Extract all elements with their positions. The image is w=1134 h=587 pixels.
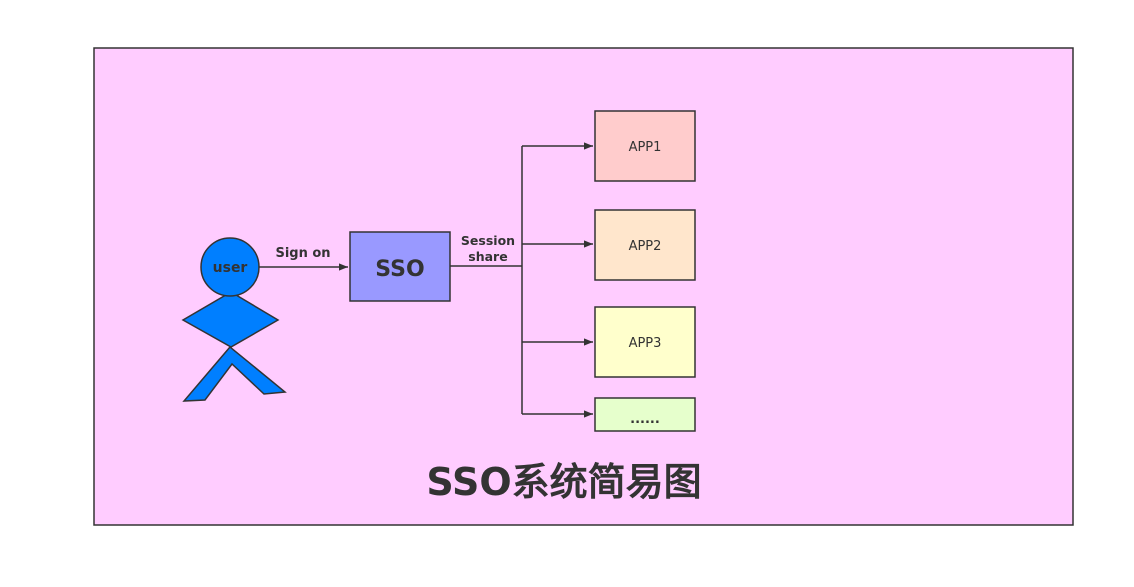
diagram-frame: [93, 47, 1074, 526]
app1-node: [594, 110, 696, 182]
app3-label: APP3: [629, 336, 662, 351]
more-apps-label: ......: [630, 412, 660, 427]
diagram-title: SSO系统简易图: [426, 460, 701, 504]
more-apps-node: [594, 397, 696, 432]
app2-label: APP2: [629, 239, 662, 254]
sso-label: SSO: [375, 257, 424, 282]
user-body: [181, 291, 280, 348]
sso-node: [349, 231, 451, 302]
session-share-label-line1: Session: [461, 233, 515, 248]
app2-node: [594, 209, 696, 281]
app1-label: APP1: [629, 140, 662, 155]
user-actor: user: [181, 237, 287, 402]
sign-on-label: Sign on: [275, 246, 330, 261]
user-label: user: [213, 260, 248, 276]
user-legs: [182, 345, 287, 402]
session-share-label-line2: share: [468, 249, 507, 264]
app3-node: [594, 306, 696, 378]
